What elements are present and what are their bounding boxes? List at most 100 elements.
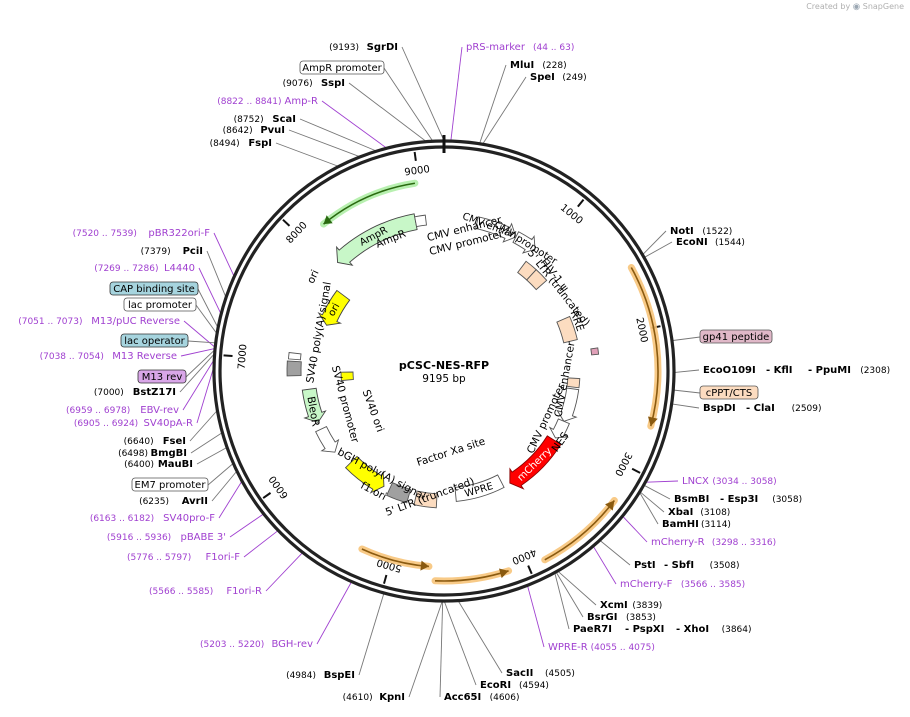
tick-label-3000: 3000 — [612, 450, 633, 478]
site-name: BstZ17I — [133, 387, 176, 398]
feature-5-ltr-truncated-2 — [413, 490, 438, 509]
site-number: (4984) — [286, 671, 316, 681]
site-number: (8822 .. 8841) — [217, 97, 281, 107]
site-bsmbi: BsmBI — [674, 494, 709, 505]
site-acc65i: Acc65I(4606) — [444, 692, 520, 703]
feature-cppt-cts-box — [566, 377, 581, 389]
feature-cmv-promoter-2 — [548, 418, 571, 439]
site-econi: EcoNI(1544) — [676, 237, 745, 248]
leader-bsmbi — [644, 485, 671, 500]
label-box-text: lac promoter — [128, 300, 193, 311]
site-name: BspEI — [324, 670, 355, 681]
leader-psti — [600, 540, 631, 566]
site-number: (1544) — [715, 238, 745, 248]
feature-ori — [317, 289, 351, 326]
site-name: XbaI — [668, 507, 693, 518]
site-number: (8494) — [210, 139, 240, 149]
site-name: M13/pUC Reverse — [91, 316, 180, 327]
leader-acc65i — [439, 601, 444, 698]
inner-label-sv40-ori: SV40 ori — [360, 388, 386, 434]
credit-text: Created by — [806, 2, 851, 11]
site-pbr322ori-f: pBR322ori-F(7520 .. 7539) — [73, 228, 211, 239]
site-number: (4594) — [519, 681, 549, 691]
site-bspdi: BspDI — [703, 403, 736, 414]
site-pspxi: - PspXI — [625, 624, 664, 635]
tick-9000 — [413, 151, 417, 162]
label-box-bg — [109, 281, 199, 296]
site-name: MauBI — [158, 459, 193, 470]
site-prs-marker: pRS-marker(44 .. 63) — [466, 42, 574, 53]
site-name: - SbfI — [664, 560, 694, 571]
feature-wpre — [454, 474, 505, 502]
leader-sspi — [348, 82, 426, 142]
tick-label-2000: 2000 — [633, 317, 649, 344]
site-name: pBABE 3' — [180, 532, 226, 543]
feature-bleor — [301, 387, 327, 423]
site-l4440: L4440(7269 .. 7286) — [94, 263, 195, 274]
leader-lncx — [646, 480, 679, 483]
site-number: (6400) — [124, 460, 154, 470]
site-number: (4610) — [343, 693, 373, 703]
snapgene-logo-icon: ◉ — [852, 2, 861, 12]
site-xhoi: - XhoI(3864) — [676, 624, 752, 635]
site-number: (6640) — [124, 437, 154, 447]
site-name: PaeR7I — [573, 624, 612, 635]
site-number: (3566 .. 3585) — [681, 580, 745, 590]
site-name: AvrII — [182, 496, 208, 507]
feature-lac-promoter — [287, 352, 302, 361]
label-box-gp41-peptide: gp41 peptide — [699, 329, 773, 344]
leader-l4440 — [198, 267, 221, 313]
site-name: pBR322ori-F — [148, 228, 210, 239]
site-fsei: FseI(6640) — [124, 436, 186, 447]
tick-label-6000: 6000 — [267, 473, 291, 500]
site-name: BGH-rev — [271, 639, 313, 650]
site-number: (3839) — [632, 601, 662, 611]
leader-noti — [642, 230, 667, 255]
tick-5000 — [383, 574, 388, 584]
feature-sv40-ori — [340, 371, 354, 382]
snapgene-credit: Created by ◉ SnapGene — [806, 2, 904, 12]
tick-label-4000: 4000 — [510, 546, 538, 566]
site-name: Amp-R — [285, 96, 319, 107]
site-sspi: SspI(9076) — [283, 78, 345, 89]
leader-xcmi — [558, 571, 597, 606]
leader-wpre-r — [527, 586, 545, 648]
highlight-arcs — [320, 179, 662, 585]
site-name: MluI — [510, 60, 534, 71]
site-name: Acc65I — [444, 692, 481, 703]
label-box-cap-binding-site: CAP binding site — [109, 281, 199, 296]
site-number: (3298 .. 3316) — [712, 538, 776, 548]
site-m13-puc-reverse: M13/pUC Reverse(7051 .. 7073) — [18, 316, 180, 327]
site-xbai: XbaI(3108) — [668, 507, 730, 518]
leader-paer7i — [554, 573, 570, 630]
label-box-text: lac operator — [124, 336, 185, 347]
leader-fspi — [275, 142, 338, 167]
site-name: BsmBI — [674, 494, 709, 505]
leader-lines — [179, 46, 701, 698]
site-psti: PstI — [634, 560, 656, 571]
feature-cmv-enhancer-2 — [556, 387, 580, 422]
plasmid-name: pCSC-NES-RFP — [399, 359, 489, 372]
site-number: (9193) — [329, 43, 359, 53]
site-name: LNCX — [682, 476, 709, 487]
site-number: (1522) — [702, 227, 732, 237]
leader-em7-promoter — [207, 463, 233, 486]
site-name: NotI — [670, 226, 694, 237]
site-number: (228) — [542, 61, 566, 71]
site-number: (3114) — [701, 520, 731, 530]
site-number: (2509) — [792, 404, 822, 414]
leader-maubi — [196, 447, 227, 465]
site-xcmi: XcmI(3839) — [600, 600, 662, 611]
site-m13-reverse: M13 Reverse(7038 .. 7054) — [40, 351, 177, 362]
inner-label-factor-xa-site: Factor Xa site — [415, 435, 487, 468]
arc-head-hiv-1-region — [647, 416, 658, 427]
leader-pbabe-3 — [229, 514, 264, 538]
site-name: mCherry-R — [651, 537, 705, 548]
site-number: (6905 .. 6924) — [74, 419, 138, 429]
site-f1ori-r: F1ori-R(5566 .. 5585) — [149, 586, 262, 597]
leader-bspei — [358, 593, 385, 676]
leader-bgh-rev — [316, 582, 352, 645]
site-number: (6959 .. 6978) — [66, 406, 130, 416]
site-pvui: PvuI(8642) — [223, 125, 285, 136]
